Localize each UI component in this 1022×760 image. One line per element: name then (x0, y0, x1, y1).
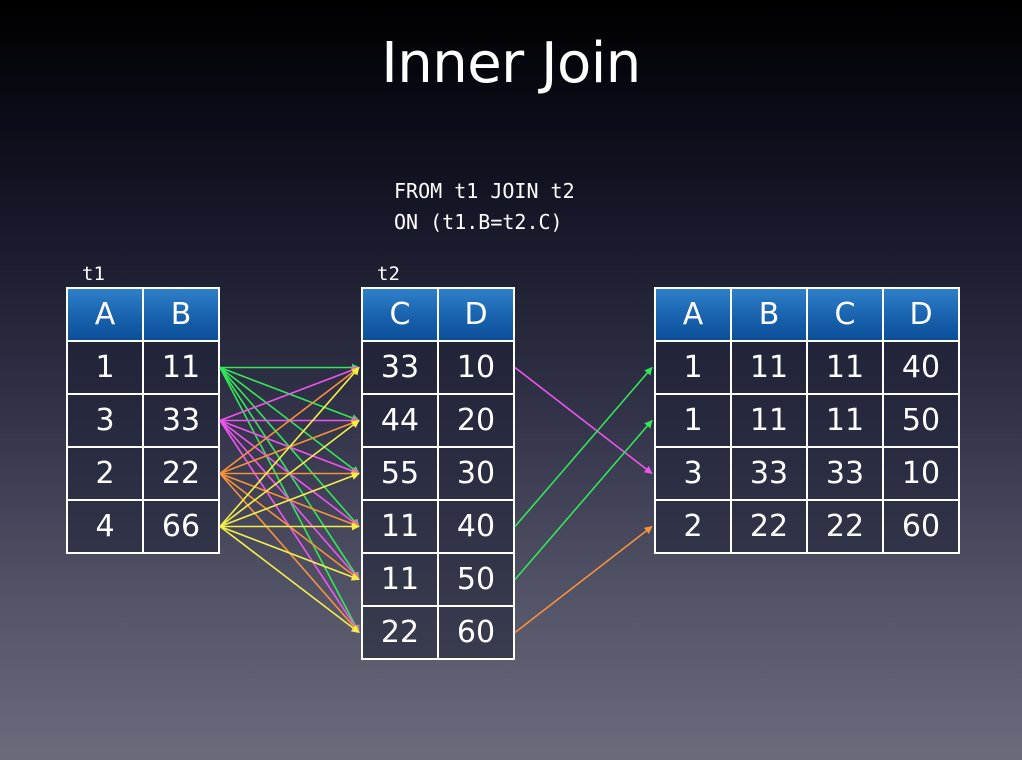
t2-header-d: D (437, 287, 515, 342)
sql-from-line: FROM t1 JOIN t2 (394, 179, 575, 203)
t2-cell: 33 (361, 340, 439, 395)
t1-cell: 3 (66, 393, 144, 448)
t1-header-b: B (142, 287, 220, 342)
comparison-arrow (219, 420, 360, 634)
t1-cell: 33 (142, 393, 220, 448)
t2-cell: 55 (361, 446, 439, 501)
t1-header-row: A B (66, 287, 220, 342)
t2-row: 22 60 (361, 605, 515, 660)
result-header-d: D (882, 287, 960, 342)
t1-cell: 4 (66, 499, 144, 554)
sql-snippet: FROM t1 JOIN t2 ON (t1.B=t2.C) (394, 176, 575, 238)
result-cell: 50 (882, 393, 960, 448)
t2-cell: 40 (437, 499, 515, 554)
comparison-arrow (219, 366, 360, 475)
result-header-c: C (806, 287, 884, 342)
t2-cell: 44 (361, 393, 439, 448)
t1-cell: 66 (142, 499, 220, 554)
comparison-arrow (219, 366, 360, 422)
result-cell: 11 (806, 340, 884, 395)
result-cell: 1 (654, 393, 732, 448)
t2-label: t2 (377, 263, 400, 285)
match-arrow (514, 419, 653, 581)
match-arrow (514, 525, 653, 634)
comparison-arrow (219, 525, 360, 634)
t2-cell: 10 (437, 340, 515, 395)
slide-title: Inner Join (381, 31, 641, 96)
comparison-arrow (219, 366, 360, 422)
comparison-arrow (219, 419, 360, 528)
result-header-a: A (654, 287, 732, 342)
result-cell: 33 (806, 446, 884, 501)
t2-cell: 20 (437, 393, 515, 448)
result-row: 1 11 11 50 (654, 393, 960, 448)
t2-row: 55 30 (361, 446, 515, 501)
comparison-arrow (219, 366, 360, 528)
t2-row: 11 50 (361, 552, 515, 607)
comparison-arrow (219, 472, 360, 528)
t2-cell: 30 (437, 446, 515, 501)
t2-cell: 60 (437, 605, 515, 660)
t2-cell: 11 (361, 499, 439, 554)
t1-label: t1 (82, 263, 105, 285)
t2-row: 44 20 (361, 393, 515, 448)
t1-table: A B 1 11 3 33 2 22 4 66 (66, 287, 220, 554)
result-cell: 3 (654, 446, 732, 501)
result-table: A B C D 1 11 11 40 1 11 11 50 3 33 33 10… (654, 287, 960, 554)
t2-header-row: C D (361, 287, 515, 342)
t1-row: 3 33 (66, 393, 220, 448)
result-header-row: A B C D (654, 287, 960, 342)
result-cell: 60 (882, 499, 960, 554)
comparison-arrow (219, 525, 360, 581)
t1-cell: 11 (142, 340, 220, 395)
t1-cell: 22 (142, 446, 220, 501)
result-row: 3 33 33 10 (654, 446, 960, 501)
result-cell: 2 (654, 499, 732, 554)
result-row: 2 22 22 60 (654, 499, 960, 554)
comparison-arrow (219, 366, 360, 528)
result-cell: 11 (730, 393, 808, 448)
result-cell: 40 (882, 340, 960, 395)
comparison-arrow (219, 472, 360, 634)
comparison-arrow (219, 472, 360, 528)
t2-table: C D 33 10 44 20 55 30 11 40 11 50 22 60 (361, 287, 515, 660)
t2-header-c: C (361, 287, 439, 342)
result-cell: 33 (730, 446, 808, 501)
t1-row: 4 66 (66, 499, 220, 554)
t2-row: 33 10 (361, 340, 515, 395)
comparison-arrow (219, 419, 360, 528)
comparison-arrow (219, 419, 360, 475)
comparison-arrow (219, 419, 360, 581)
result-cell: 10 (882, 446, 960, 501)
result-cell: 22 (806, 499, 884, 554)
result-row: 1 11 11 40 (654, 340, 960, 395)
t1-row: 1 11 (66, 340, 220, 395)
result-cell: 11 (806, 393, 884, 448)
comparison-arrow (219, 472, 360, 581)
comparison-arrow (219, 367, 360, 581)
result-header-b: B (730, 287, 808, 342)
comparison-arrow (219, 419, 360, 475)
t2-row: 11 40 (361, 499, 515, 554)
t2-cell: 11 (361, 552, 439, 607)
t1-header-a: A (66, 287, 144, 342)
comparison-arrow (219, 367, 360, 634)
result-cell: 11 (730, 340, 808, 395)
result-cell: 1 (654, 340, 732, 395)
t2-cell: 22 (361, 605, 439, 660)
result-cell: 22 (730, 499, 808, 554)
t1-cell: 2 (66, 446, 144, 501)
t1-row: 2 22 (66, 446, 220, 501)
comparison-arrow (219, 366, 360, 475)
t2-cell: 50 (437, 552, 515, 607)
t1-cell: 1 (66, 340, 144, 395)
match-arrow (514, 366, 653, 475)
sql-on-line: ON (t1.B=t2.C) (394, 210, 563, 234)
match-arrow (514, 366, 653, 528)
